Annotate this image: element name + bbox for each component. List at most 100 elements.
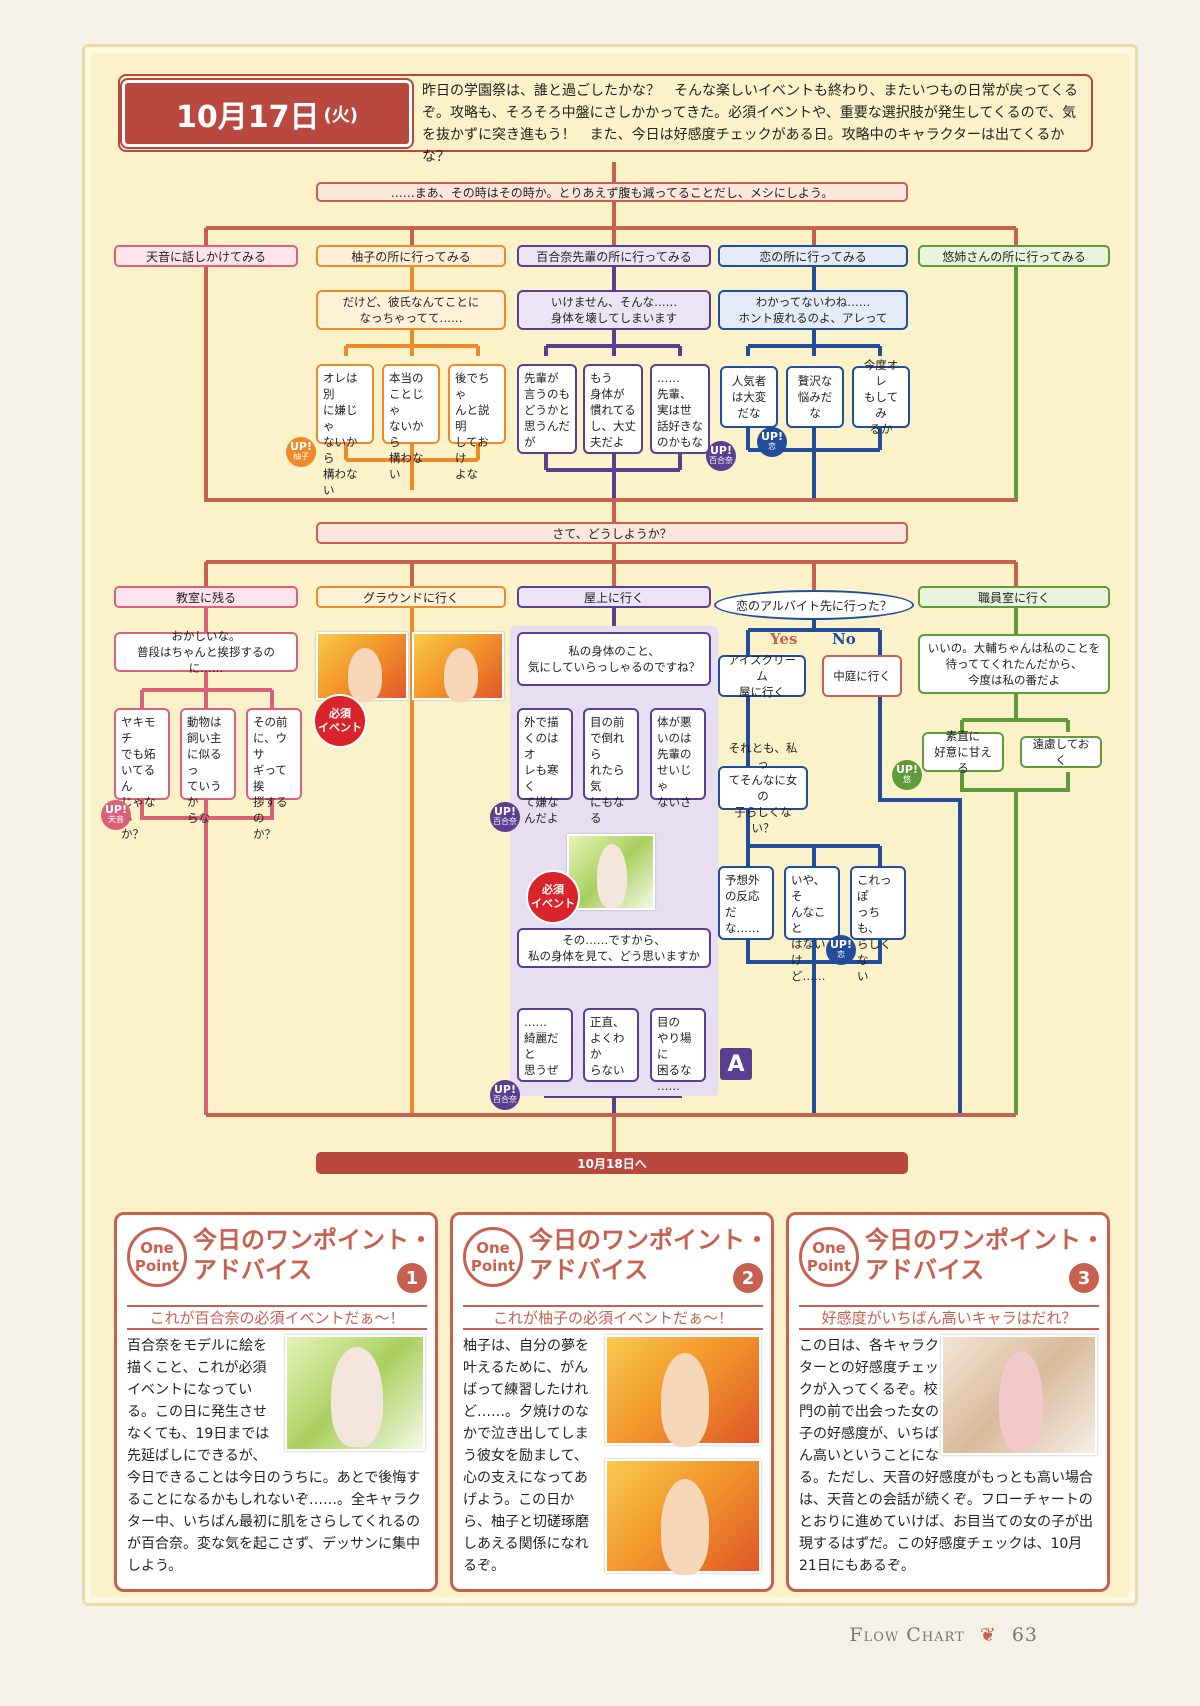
up-text: UP! xyxy=(104,803,127,816)
panel-title: 今日のワンポイント・ アドバイス xyxy=(529,1226,769,1284)
up-badge-amane: UP!天音 xyxy=(101,800,131,830)
yu-question: いいの。大輔ちゃんは私のことを 待っててくれたんだから、 今度は私の番だよ xyxy=(918,634,1110,694)
panel-subtitle: これが柚子の必須イベントだぁ〜！ xyxy=(463,1305,763,1330)
up-badge-ren: UP!恋 xyxy=(757,427,787,457)
panel-title: 今日のワンポイント・ アドバイス xyxy=(865,1226,1105,1284)
yes-label: Yes xyxy=(770,630,798,648)
footer-section: Flow Chart xyxy=(849,1624,965,1646)
route-a-marker: A xyxy=(720,1048,752,1080)
amane-question: おかしいな。 普段はちゃんと挨拶するのに…… xyxy=(114,629,298,675)
up-name: 恋 xyxy=(837,950,845,959)
up-text: UP! xyxy=(493,805,516,818)
date-box: 10月17日(火) xyxy=(120,78,414,149)
panel-body: 柚子は、自分の夢を叶えるために、がんばって練習したけれど……。夕焼けのなかで泣き… xyxy=(463,1338,589,1574)
line-ren2 xyxy=(746,612,962,1115)
figure-yuzu xyxy=(661,1353,709,1447)
yurina-option-2[interactable]: もう 身体が 慣れてる し、大丈 夫だよ xyxy=(583,364,643,454)
panel-2-image-2 xyxy=(605,1459,761,1575)
ren-no-courtyard[interactable]: 中庭に行く xyxy=(822,655,902,697)
figure-girl xyxy=(999,1351,1043,1451)
choice-yu[interactable]: 悠姉さんの所に行ってみる xyxy=(918,245,1110,267)
rooftop-event-image xyxy=(567,834,655,910)
header-frame xyxy=(118,74,1093,152)
panel-number: 1 xyxy=(397,1263,427,1293)
panel-body: この日は、各キャラクターとの好感度チェックが入ってくるぞ。校門の前で出会った女の… xyxy=(799,1335,1099,1577)
ground-event-image-2 xyxy=(412,632,504,702)
figure-yuzu xyxy=(444,648,478,702)
up-name: 恋 xyxy=(768,442,776,451)
yuzu-option-2[interactable]: 本当の ことじゃ ないから 構わない xyxy=(382,364,440,481)
rooftop-final-option-1[interactable]: …… 綺麗だと 思うぜ xyxy=(517,1008,573,1082)
branch1 xyxy=(204,202,1018,245)
next-day-bar[interactable]: 10月18日へ xyxy=(316,1152,908,1174)
figure-yurina xyxy=(597,844,627,908)
mid-dialogue-bar: さて、どうしようか？ xyxy=(316,522,908,544)
one-point-badge: One Point xyxy=(799,1227,859,1287)
up-text: UP! xyxy=(829,938,852,951)
amane-option-2[interactable]: 動物は 飼い主 に似るっ ていうか らな xyxy=(180,708,236,825)
up-name: 百合奈 xyxy=(709,456,733,465)
ren-option-3[interactable]: 今度オレ もしてみ るか xyxy=(852,358,910,436)
advice-panel-2: One Point 今日のワンポイント・ アドバイス 2 これが柚子の必須イベン… xyxy=(450,1212,774,1592)
line-yuzu1 xyxy=(344,265,480,490)
one-point-badge: One Point xyxy=(463,1227,523,1287)
date-label: 10月17日 xyxy=(176,99,320,135)
footer-label: Flow Chart ❦ 63 xyxy=(849,1624,1038,1646)
ren-yes-icecream[interactable]: アイスクリーム 屋に行く xyxy=(718,653,806,699)
advice-panel-1: One Point 今日のワンポイント・ アドバイス 1 これが百合奈の必須イベ… xyxy=(114,1212,438,1592)
rooftop-option-1[interactable]: 外で描 くのはオ レも寒く て嫌な んだよ xyxy=(517,708,573,825)
choice-yuzu[interactable]: 柚子の所に行ってみる xyxy=(316,245,506,267)
rooftop-final-option-3[interactable]: 目の やり場に 困るな …… xyxy=(650,1008,706,1093)
yurina-question-2: その……ですから、 私の身体を見て、どう思いますか xyxy=(517,928,711,968)
yurina-option-1[interactable]: 先輩が 言うのも どうかと 思うんだ が xyxy=(517,364,577,454)
choice-rooftop[interactable]: 屋上に行く xyxy=(517,586,711,608)
panel-subtitle: これが百合奈の必須イベントだぁ〜！ xyxy=(127,1305,427,1330)
up-name: 悠 xyxy=(903,775,911,784)
up-badge-ren-2: UP!恋 xyxy=(826,935,856,965)
yu-option-1[interactable]: 素直に 好意に甘える xyxy=(922,729,1004,775)
question-ren-part-time: 恋のアルバイト先に行った？ xyxy=(714,590,914,620)
yurina-option-3[interactable]: …… 先輩、 実は世 話好きな のかもな xyxy=(650,364,710,454)
panel-number: 2 xyxy=(733,1263,763,1293)
one-point-badge: One Point xyxy=(127,1227,187,1287)
must-event-badge-ground: 必須 イベント xyxy=(313,694,367,748)
up-badge-yu: UP!悠 xyxy=(892,760,922,790)
amane-option-3[interactable]: その前 に、ウサ ギって挨 拶するの か？ xyxy=(246,708,302,841)
yurina-question-1: 私の身体のこと、 気にしていらっしゃるのですね？ xyxy=(517,632,711,686)
choice-amane[interactable]: 天音に話しかけてみる xyxy=(114,245,298,267)
up-badge-yurina: UP!百合奈 xyxy=(706,441,736,471)
up-name: 柚子 xyxy=(293,452,309,461)
must-event-badge-rooftop: 必須 イベント xyxy=(526,870,580,924)
choice-ren[interactable]: 恋の所に行ってみる xyxy=(718,245,908,267)
up-badge-yuzu: UP!柚子 xyxy=(286,437,316,467)
yuzu-option-3[interactable]: 後でちゃ んと説明 しておけ よな xyxy=(448,364,506,481)
choice-staffroom[interactable]: 職員室に行く xyxy=(918,586,1110,608)
yuzu-option-1[interactable]: オレは別 に嫌じゃ ないから 構わない xyxy=(316,364,374,497)
ren-option2-2[interactable]: いや、そ んなこと はないけ ど…… xyxy=(784,866,840,983)
figure-yuzu xyxy=(348,648,382,702)
up-text: UP! xyxy=(709,444,732,457)
ren-option2-1[interactable]: 予想外 の反応 だな…… xyxy=(718,866,774,940)
ren-option-2[interactable]: 贅沢な 悩みだな xyxy=(786,366,844,428)
figure-yuzu xyxy=(661,1479,709,1575)
rooftop-final-option-2[interactable]: 正直、 よくわか らない xyxy=(583,1008,639,1082)
line-ren1 xyxy=(746,265,882,500)
up-text: UP! xyxy=(493,1083,516,1096)
choice-ground[interactable]: グラウンドに行く xyxy=(316,586,506,608)
up-badge-yurina-2: UP!百合奈 xyxy=(490,802,520,832)
ren-option2-3[interactable]: これっぽ っちも、 らしくな い xyxy=(850,866,906,983)
top-dialogue-bar: ……まあ、その時はその時か。とりあえず腹も減ってることだし、メシにしよう。 xyxy=(316,182,908,202)
leaf-icon: ❦ xyxy=(979,1624,997,1646)
panel-1-image xyxy=(285,1335,425,1451)
yu-option-2[interactable]: 遠慮しておく xyxy=(1020,736,1102,768)
choice-classroom[interactable]: 教室に残る xyxy=(114,586,298,608)
choice-yurina[interactable]: 百合奈先輩の所に行ってみる xyxy=(517,245,711,267)
ren-option-1[interactable]: 人気者 は大変 だな xyxy=(720,366,778,428)
panel-subtitle: 好感度がいちばん高いキャラはだれ？ xyxy=(799,1305,1099,1330)
rooftop-option-2[interactable]: 目の前 で倒れら れたら気 にもなる xyxy=(583,708,639,825)
no-label: No xyxy=(832,630,856,648)
line-yu2 xyxy=(960,606,1070,1115)
up-name: 百合奈 xyxy=(493,817,517,826)
rooftop-option-3[interactable]: 体が悪 いのは 先輩の せいじゃ ないさ xyxy=(650,708,706,809)
